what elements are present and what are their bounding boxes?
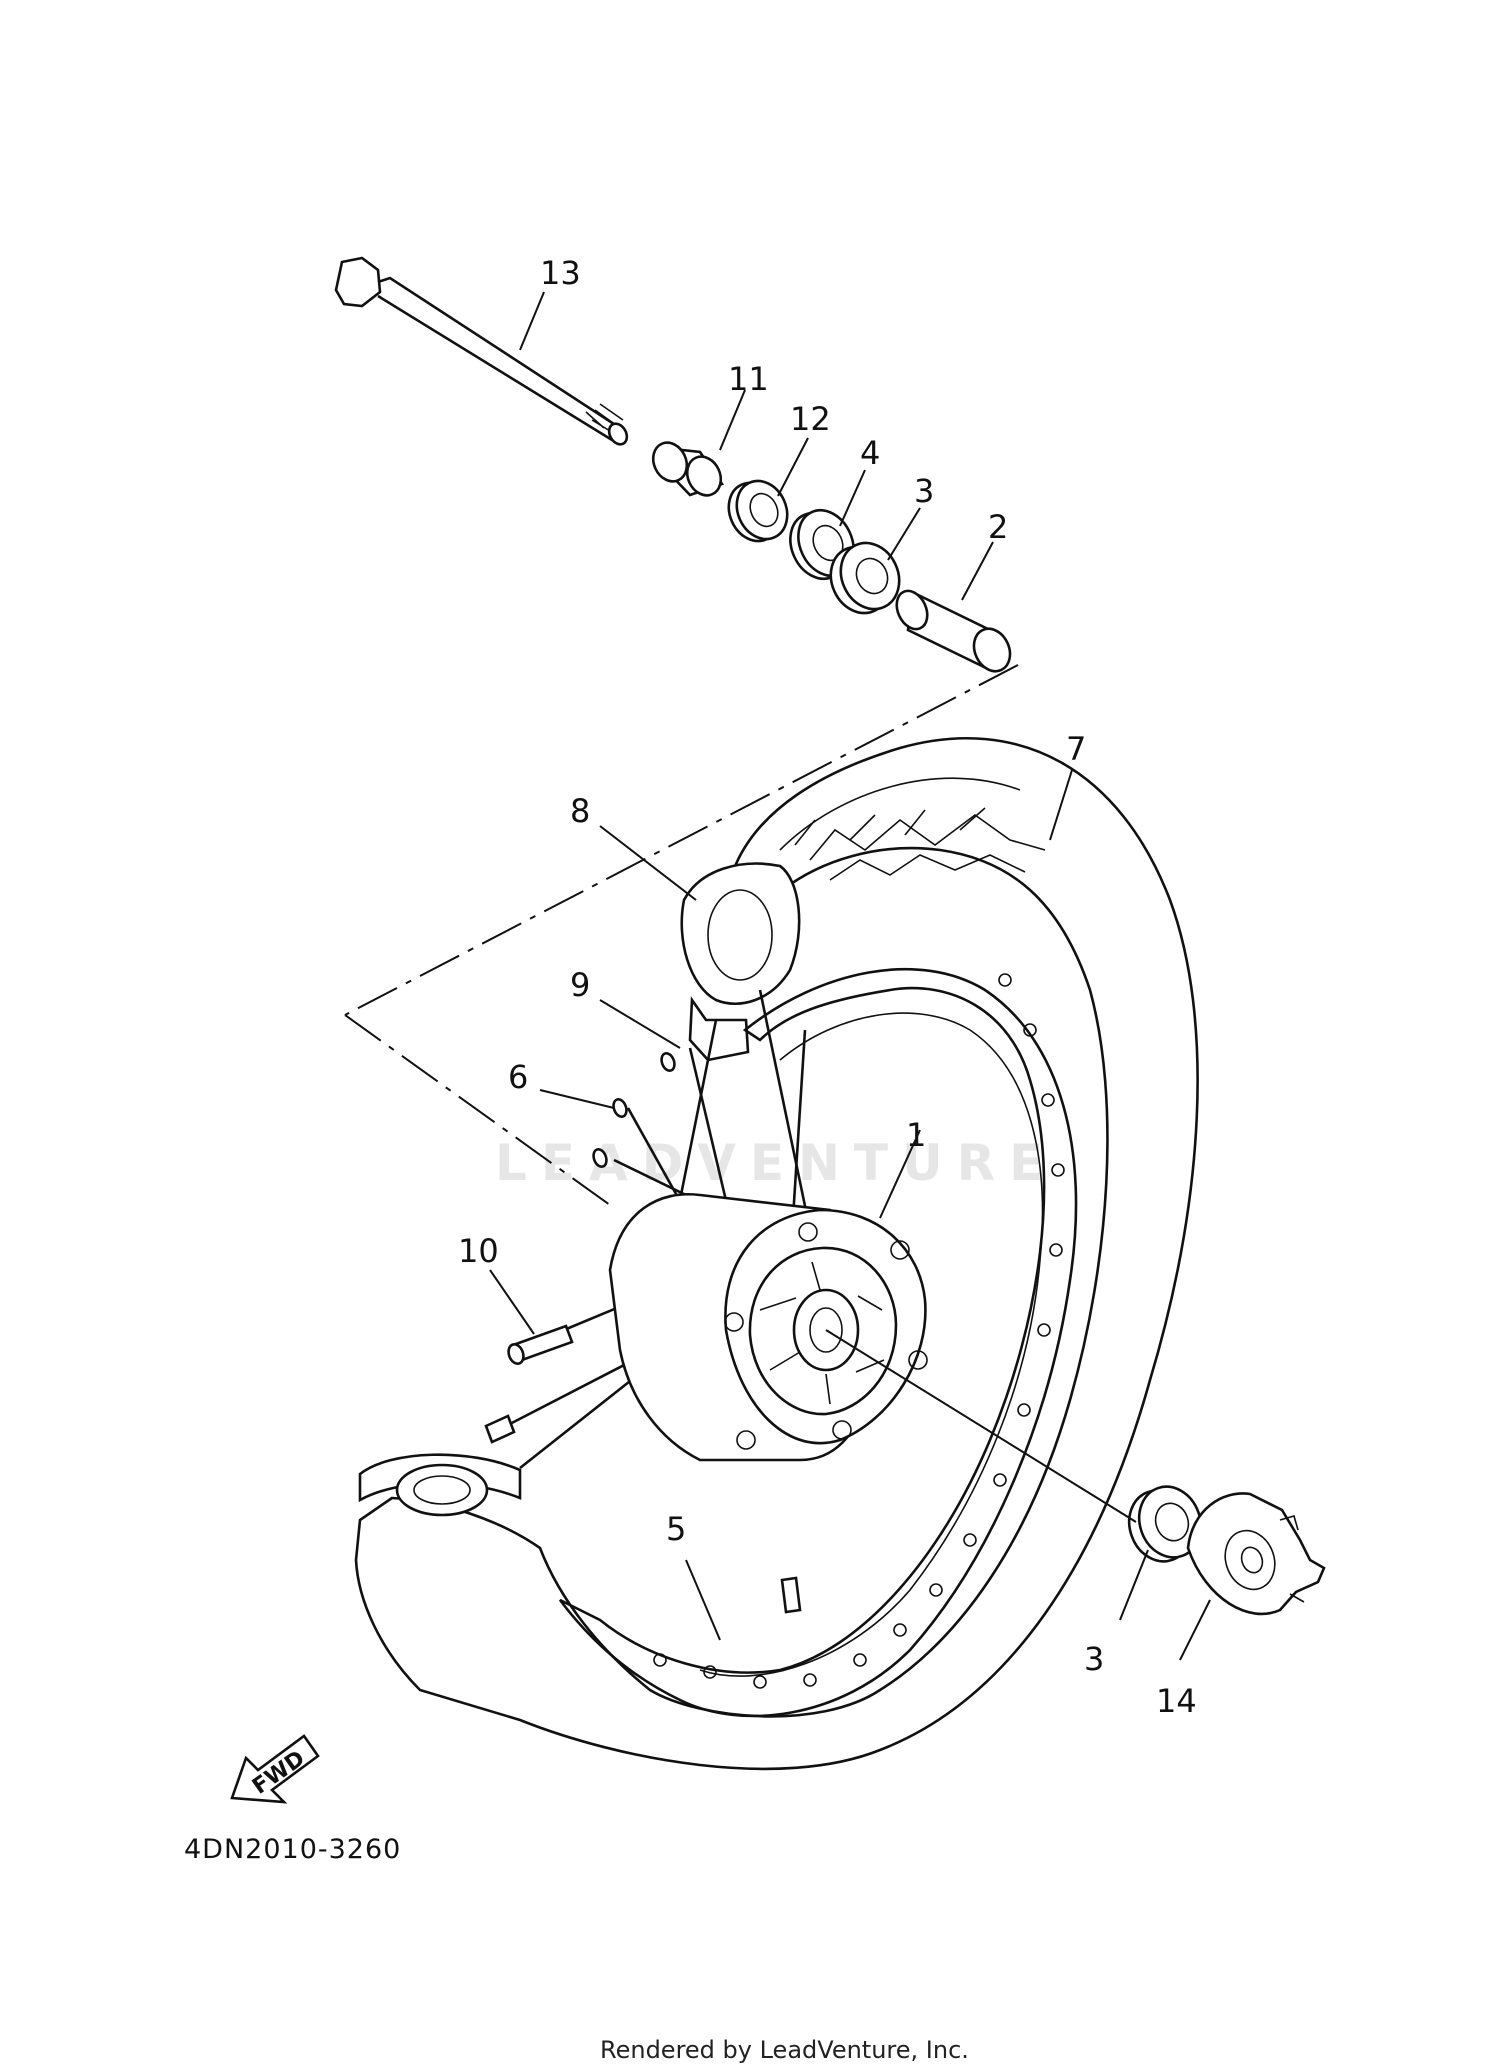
- forward-arrow: FWD: [230, 1734, 320, 1804]
- bearing-3-upper: [829, 541, 901, 615]
- spoke-nipple: [484, 1324, 574, 1444]
- bearing-4: [789, 508, 855, 581]
- watermark: LEADVENTURE: [495, 1134, 1057, 1192]
- oil-seal: [727, 479, 789, 543]
- callout-13: 13: [540, 254, 581, 292]
- callout-11: 11: [728, 360, 769, 398]
- callout-6: 6: [508, 1058, 528, 1096]
- assembly-guide-lines: [344, 664, 1019, 1206]
- tire: [354, 736, 1199, 1771]
- bearing-3-lower: [1127, 1485, 1203, 1563]
- callout-2: 2: [988, 508, 1008, 546]
- axle: [334, 256, 629, 446]
- spacer: [895, 589, 1012, 673]
- callout-9: 9: [570, 966, 590, 1004]
- callout-4: 4: [860, 434, 880, 472]
- callout-3-second: 3: [1084, 1640, 1104, 1678]
- leader-lines: [489, 291, 1211, 1661]
- callout-5: 5: [666, 1510, 686, 1548]
- speedometer-gear-unit: [1186, 1492, 1326, 1616]
- callout-labels: 1 2 3 4 5 6 7 8 9 10 11 12 13 14 3: [458, 254, 1197, 1720]
- callout-1: 1: [906, 1116, 926, 1154]
- collar: [651, 441, 725, 497]
- hub: [608, 1192, 928, 1462]
- callout-14: 14: [1156, 1682, 1197, 1720]
- spoke-nipples: [653, 973, 1065, 1689]
- rim: [558, 967, 1078, 1718]
- diagram-code: 4DN2010-3260: [184, 1834, 401, 1865]
- callout-12: 12: [790, 400, 831, 438]
- inner-tube: [680, 862, 801, 1062]
- callout-10: 10: [458, 1232, 499, 1270]
- callout-3: 3: [914, 472, 934, 510]
- callout-7: 7: [1066, 730, 1086, 768]
- render-credit: Rendered by LeadVenture, Inc.: [600, 2036, 969, 2064]
- callout-8: 8: [570, 792, 590, 830]
